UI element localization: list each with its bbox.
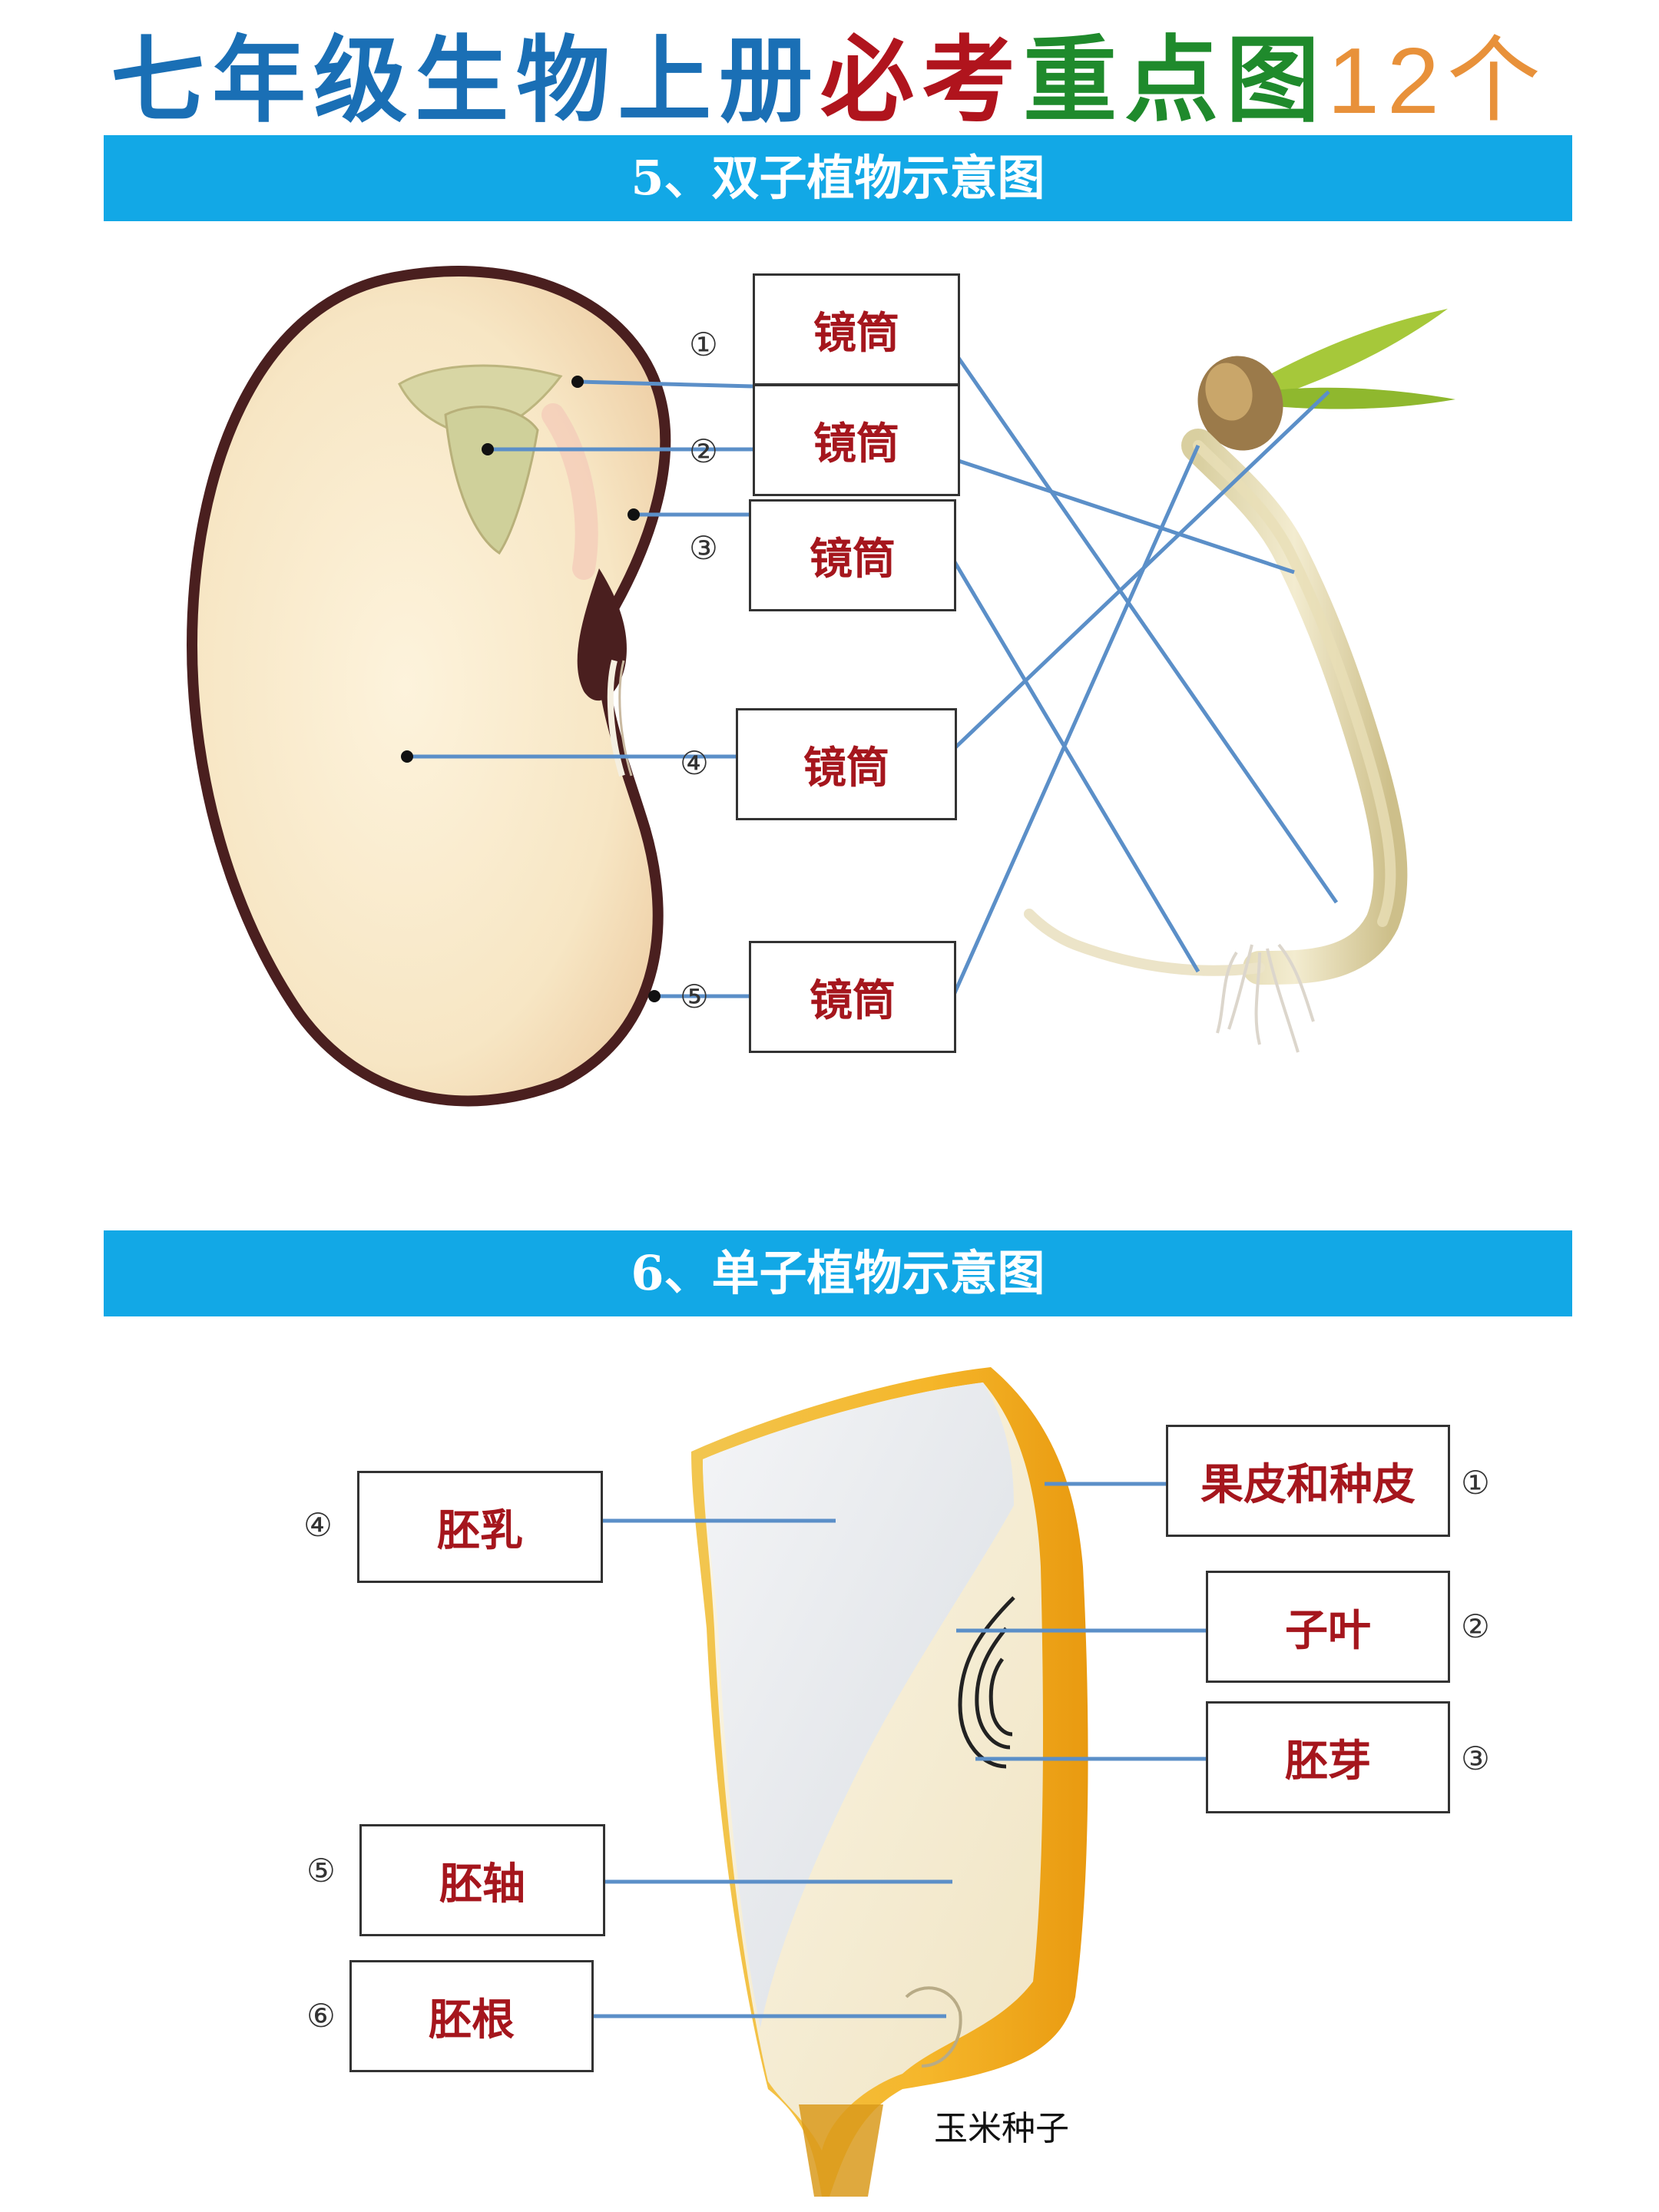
- corn-label-cotyledon: 子叶: [1206, 1571, 1450, 1683]
- bean-label-1: 镜筒: [753, 273, 960, 386]
- corn-number-6: ⑥: [306, 1997, 336, 2035]
- page-title: 七年级生物上册必考重点图12个: [0, 23, 1659, 138]
- bean-label-3: 镜筒: [749, 499, 956, 611]
- title-part-3: 重点图: [1023, 26, 1328, 135]
- bean-label-2: 镜筒: [753, 384, 960, 496]
- title-part-4: 12个: [1327, 28, 1548, 133]
- section5-heading: 5、双子植物示意图: [104, 135, 1572, 221]
- bean-label-5: 镜筒: [749, 941, 956, 1053]
- corn-label-hypocotyl: 胚轴: [359, 1824, 605, 1936]
- bean-number-2: ②: [689, 432, 718, 470]
- bean-seed-illustration: [186, 266, 671, 1107]
- corn-label-plumule: 胚芽: [1206, 1701, 1450, 1813]
- section5-leader-dots: [401, 376, 661, 1002]
- bean-number-4: ④: [680, 744, 709, 782]
- corn-number-5: ⑤: [306, 1852, 336, 1889]
- section6-heading: 6、单子植物示意图: [104, 1230, 1572, 1316]
- title-part-2: 必考: [820, 26, 1024, 135]
- corn-number-3: ③: [1461, 1740, 1490, 1777]
- corn-caption: 玉米种子: [934, 2109, 1069, 2148]
- section5-leader-lines: [407, 356, 1339, 998]
- corn-number-1: ①: [1461, 1464, 1490, 1502]
- corn-label-pericarp-seedcoat: 果皮和种皮: [1166, 1425, 1450, 1537]
- corn-number-4: ④: [303, 1506, 333, 1544]
- corn-label-endosperm: 胚乳: [357, 1471, 603, 1583]
- bean-number-3: ③: [689, 529, 718, 567]
- bean-label-4: 镜筒: [736, 708, 957, 820]
- title-part-1: 七年级生物上册: [111, 26, 821, 135]
- bean-number-5: ⑤: [680, 978, 709, 1015]
- corn-kernel-illustration: [691, 1367, 1088, 2197]
- section6-leader-lines: [594, 1482, 1207, 2018]
- bean-number-1: ①: [689, 326, 718, 363]
- corn-number-2: ②: [1461, 1608, 1490, 1645]
- corn-label-radicle: 胚根: [349, 1960, 594, 2072]
- seedling-illustration: [1024, 309, 1455, 1053]
